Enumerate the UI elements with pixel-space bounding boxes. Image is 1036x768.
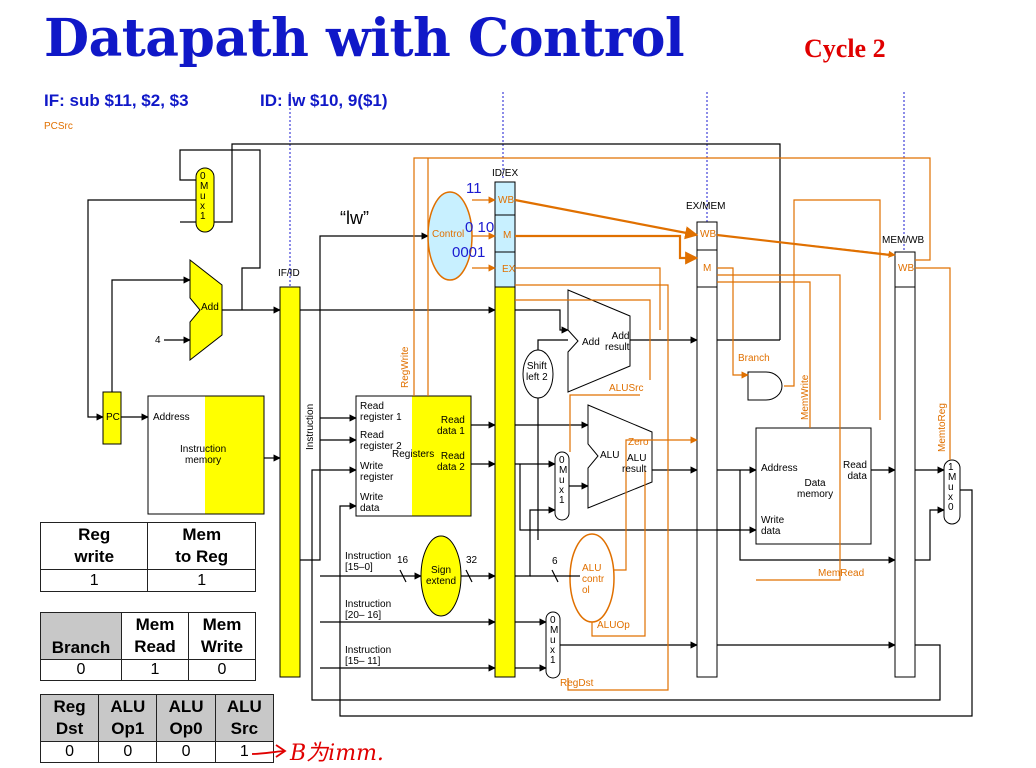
control-m-value: 0 10 (465, 219, 495, 236)
table-header-memwrite: Mem Write (188, 612, 256, 660)
table-value-aluop1: 0 (98, 741, 158, 763)
if-id-register-bar (279, 286, 301, 678)
aluop-label: ALUOp (597, 620, 630, 631)
mem-wb-wb-label: WB (898, 263, 915, 274)
data-memory (755, 427, 872, 545)
data-memory-read-data-label: Read data (843, 460, 867, 482)
table-header-branch: Branch (40, 612, 122, 660)
id-ex-ex-label: EX (502, 264, 516, 275)
id-stage-instruction: ID: lw $10, 9($1) (260, 91, 388, 110)
branch-adder (567, 289, 631, 393)
constant-4-label: 4 (155, 335, 161, 346)
ex-mem-wb-label: WB (700, 229, 717, 240)
data-memory-label: Data memory (797, 478, 834, 500)
table-header-aluop0: ALU Op0 (156, 694, 216, 742)
read-register-1-label: Read register 1 (360, 401, 402, 423)
id-ex-label: ID/EX (492, 168, 519, 179)
data-memory-address-label: Address (761, 463, 798, 474)
table-header-memread: Mem Read (121, 612, 189, 660)
cycle-label: Cycle 2 (804, 34, 886, 63)
write-data-label: Write data (360, 492, 384, 514)
instruction-field-15-0: Instruction [15–0] (345, 551, 392, 573)
table-header-regdst: Reg Dst (39, 694, 100, 742)
if-adder-label: Add (201, 302, 219, 313)
write-register-label: Write register (360, 461, 394, 483)
mem-wb-register-bar (894, 251, 916, 678)
zero-label: Zero (628, 437, 649, 448)
branch-and-gate (747, 371, 783, 401)
registers-label: Registers (392, 449, 435, 460)
alusrc-mux-label: 0 M u x 1 (559, 455, 568, 506)
table-header-regwrite: Reg write (39, 522, 149, 570)
width-16-label: 16 (397, 555, 409, 566)
read-register-2-label: Read register 2 (360, 430, 402, 452)
mem-wb-label: MEM/WB (882, 235, 925, 246)
ex-mem-m-label: M (703, 263, 712, 274)
control-wb-value: 11 (466, 180, 482, 197)
table-header-alusrc: ALU Src (214, 694, 275, 742)
regwrite-label: RegWrite (400, 346, 411, 389)
table-value-memread: 1 (121, 659, 189, 681)
width-6-label: 6 (552, 556, 558, 567)
control-ex-value: 0001 (452, 244, 486, 261)
memtoreg-mux (943, 459, 961, 525)
instruction-label: Instruction (305, 403, 316, 450)
table-header-aluop1: ALU Op1 (98, 694, 158, 742)
pcsrc-label: PCSrc (44, 121, 73, 132)
table-value-memtoreg: 1 (147, 569, 256, 592)
regdst-label: RegDst (560, 678, 594, 689)
if-stage-instruction: IF: sub $11, $2, $3 (44, 91, 189, 110)
table-value-aluop0: 0 (156, 741, 216, 763)
alu-result-label: ALU result (622, 453, 647, 475)
handwritten-note: B为imm. (290, 741, 384, 766)
memwrite-label: MemWrite (800, 374, 811, 420)
regdst-mux-label: 0 M u x 1 (550, 615, 559, 666)
table-value-memwrite: 0 (188, 659, 256, 681)
if-id-label: IF/ID (278, 268, 300, 279)
id-ex-wb-label: WB (498, 195, 515, 206)
shift-left-2-label: Shift left 2 (526, 361, 548, 383)
alusrc-label: ALUSrc (609, 383, 644, 394)
instruction-field-15-11: Instruction [15– 11] (345, 645, 392, 667)
branch-label: Branch (738, 353, 770, 364)
alu-control-label: ALU contr ol (582, 563, 605, 596)
mem-control-table: Branch Mem Read Mem Write 0 1 0 (40, 612, 256, 681)
id-ex-m-label: M (503, 230, 512, 241)
branch-adder-label: Add (582, 337, 600, 348)
add-result-label: Add result (605, 331, 630, 353)
alu-label: ALU (600, 450, 620, 461)
handwritten-arrow-icon (251, 744, 287, 758)
memread-label: MemRead (818, 568, 865, 579)
ex-control-table: Reg Dst ALU Op1 ALU Op0 ALU Src 0 0 0 1 (39, 694, 275, 763)
control-label: Control (432, 229, 465, 240)
read-data-2-label: Read data 2 (437, 451, 465, 473)
memtoreg-label: MemtoReg (937, 403, 948, 452)
table-value-regdst: 0 (39, 741, 100, 763)
table-value-branch: 0 (40, 659, 122, 681)
instruction-name-label: “lw” (340, 208, 369, 228)
memtoreg-mux-label: 1 M u x 0 (948, 462, 957, 513)
pc-label: PC (106, 412, 120, 423)
ex-mem-register-bar (696, 221, 718, 678)
page-title: Datapath with Control (44, 8, 685, 69)
width-32-label: 32 (466, 555, 478, 566)
wb-control-table: Reg write Mem to Reg 1 1 (39, 522, 256, 592)
instruction-memory-address-label: Address (153, 412, 190, 423)
table-header-memtoreg: Mem to Reg (147, 522, 256, 570)
table-value-regwrite: 1 (39, 569, 149, 592)
pcsrc-mux-label: 0 M u x 1 (200, 171, 209, 222)
instruction-field-20-16: Instruction [20– 16] (345, 599, 392, 621)
read-data-1-label: Read data 1 (437, 415, 465, 437)
data-memory-write-data-label: Write data (761, 515, 785, 537)
sign-extend-label: Sign extend (426, 565, 457, 587)
instruction-memory-label: Instruction memory (180, 444, 227, 466)
ex-mem-label: EX/MEM (686, 201, 726, 212)
